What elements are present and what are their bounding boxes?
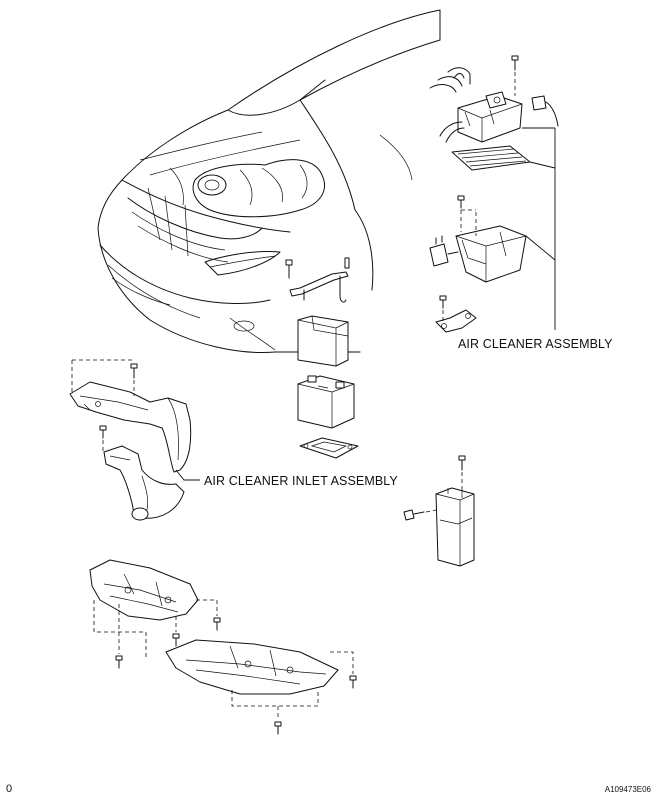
air-cleaner-sensor xyxy=(429,235,459,267)
battery-clamp-bolt xyxy=(285,257,350,279)
resonator xyxy=(435,487,475,567)
inlet-duct-lower xyxy=(103,445,185,521)
bolt-inlet-upper xyxy=(71,359,138,396)
bolt-under-cover-1 xyxy=(196,599,221,631)
air-cleaner-case xyxy=(455,225,527,283)
figure-id: A109473E06 xyxy=(605,785,652,794)
bolt-air-cleaner-cap xyxy=(511,55,519,96)
battery-tray-box xyxy=(297,315,349,367)
air-cleaner-assembly-leader xyxy=(522,127,556,330)
air-flow-meter-connector xyxy=(531,95,559,127)
air-cleaner-cap xyxy=(457,91,523,143)
bolt-resonator-top xyxy=(458,455,466,490)
inlet-assembly-leader xyxy=(175,469,200,481)
bolt-under-cover-2 xyxy=(172,616,180,647)
engine-under-cover-front xyxy=(89,559,199,621)
breather-hoses xyxy=(429,67,471,143)
battery-clamp xyxy=(289,271,349,303)
bolt-under-cover-4 xyxy=(330,651,357,689)
bolt-resonator-side xyxy=(403,509,437,521)
air-filter-element xyxy=(451,145,531,171)
battery-carrier xyxy=(299,437,359,459)
bolt-under-cover-5 xyxy=(231,690,319,735)
corner-mark: 0 xyxy=(6,783,12,795)
air-cleaner-inlet-assembly-label: AIR CLEANER INLET ASSEMBLY xyxy=(204,474,398,488)
bolt-air-cleaner-bracket xyxy=(439,295,447,322)
bolt-air-cleaner-case xyxy=(457,195,477,236)
engine-under-cover-rear xyxy=(165,639,339,695)
vehicle-front-outline xyxy=(97,9,441,353)
bolt-under-cover-3 xyxy=(93,600,147,669)
inlet-duct-upper xyxy=(69,381,192,473)
bolt-inlet-lower xyxy=(99,425,107,454)
air-cleaner-assembly-label: AIR CLEANER ASSEMBLY xyxy=(458,337,613,351)
engine-cover xyxy=(169,159,325,218)
battery xyxy=(297,375,355,429)
air-cleaner-bracket xyxy=(435,309,477,333)
